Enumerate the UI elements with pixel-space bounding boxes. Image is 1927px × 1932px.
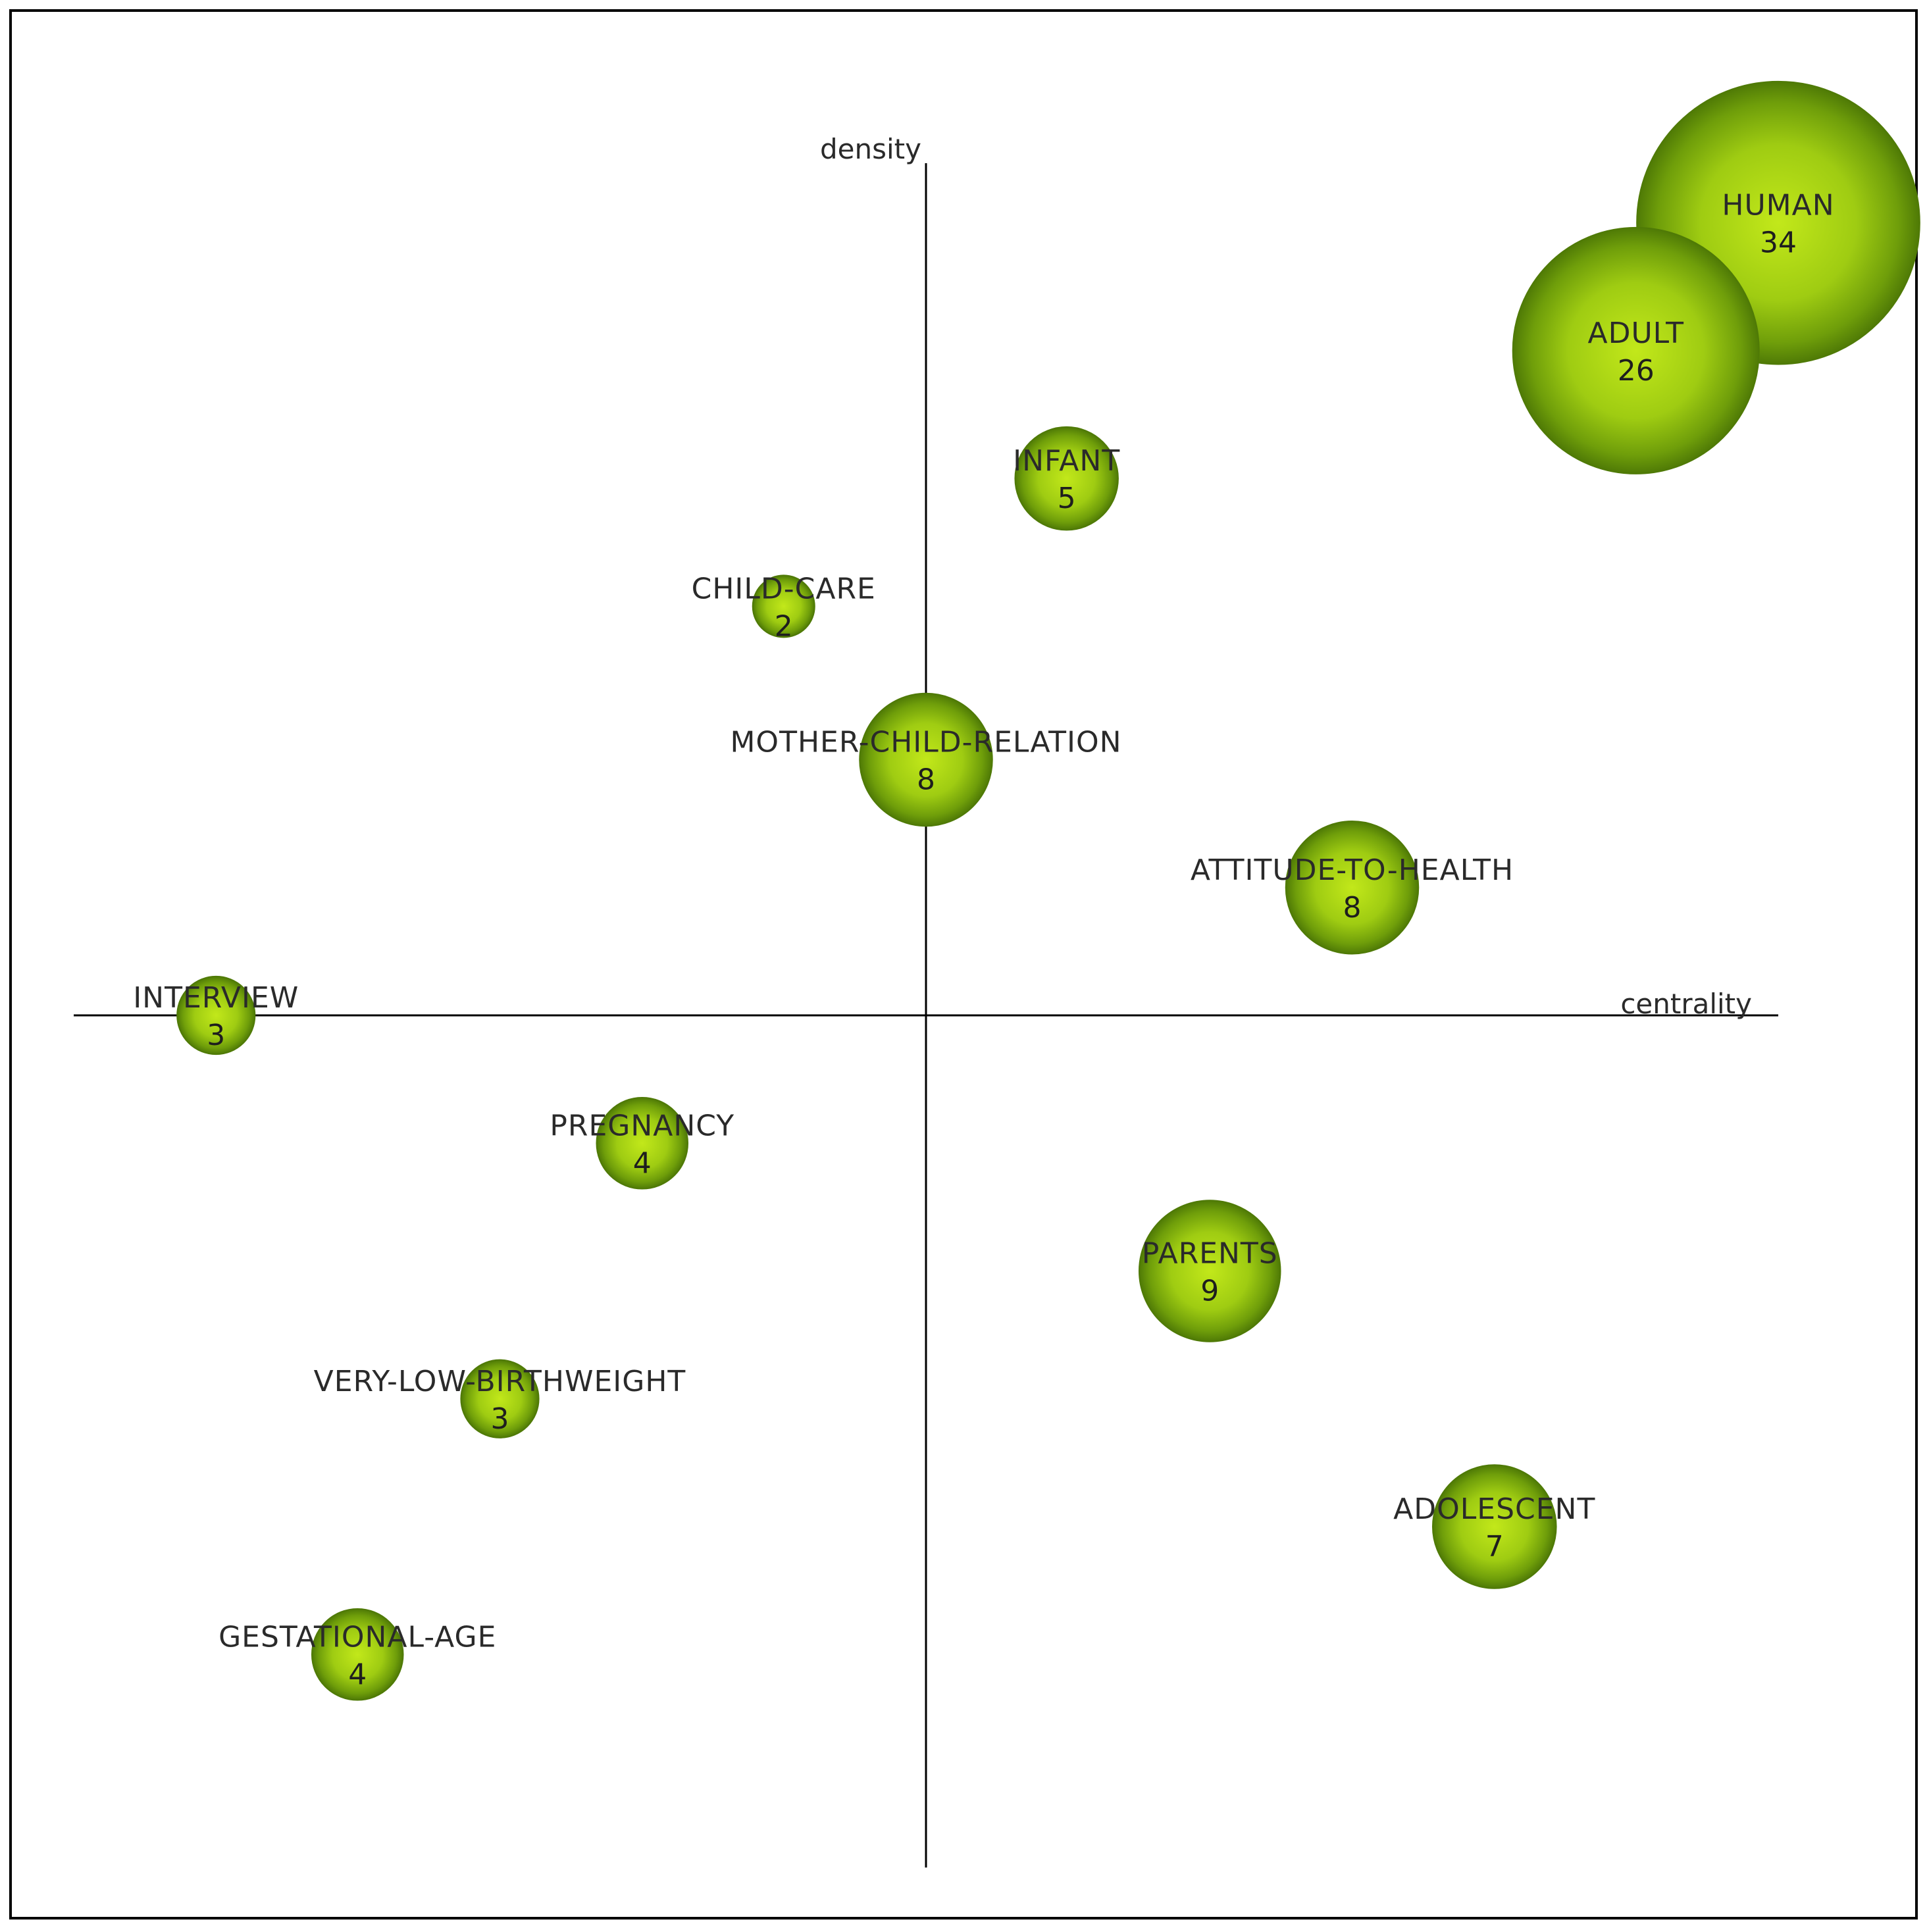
bubble-value-pregnancy: 4 <box>633 1146 652 1180</box>
bubble-label-pregnancy: PREGNANCY <box>550 1109 734 1142</box>
bubble-label-parents: PARENTS <box>1142 1237 1278 1271</box>
x-axis-title: centrality <box>1620 988 1752 1020</box>
bubble-infant <box>1014 426 1119 531</box>
bubble-label-mother-child-relation: MOTHER-CHILD-RELATION <box>730 726 1121 759</box>
bubble-child-care <box>752 574 815 638</box>
bubble-label-interview: INTERVIEW <box>133 981 299 1015</box>
bubble-adult <box>1512 226 1760 474</box>
bubbles-layer <box>176 80 1920 1701</box>
bubble-label-infant: INFANT <box>1013 444 1120 478</box>
bubble-value-attitude-to-health: 8 <box>1343 891 1362 925</box>
bubble-adolescent <box>1431 1464 1557 1589</box>
bubble-value-very-low-birthweight: 3 <box>491 1402 509 1436</box>
bubble-attitude-to-health <box>1285 821 1420 955</box>
bubble-value-gestational-age: 4 <box>348 1658 367 1691</box>
bubble-label-adolescent: ADOLESCENT <box>1393 1492 1595 1526</box>
bubble-label-very-low-birthweight: VERY-LOW-BIRTHWEIGHT <box>314 1365 686 1398</box>
bubble-label-attitude-to-health: ATTITUDE-TO-HEALTH <box>1191 853 1514 887</box>
bubble-interview <box>176 975 256 1055</box>
bubble-parents <box>1138 1200 1281 1342</box>
bubble-value-mother-child-relation: 8 <box>917 763 935 797</box>
bubble-very-low-birthweight <box>460 1359 540 1438</box>
bubble-label-child-care: CHILD-CARE <box>692 572 876 605</box>
bubble-gestational-age <box>311 1608 404 1701</box>
bubble-value-parents: 9 <box>1200 1275 1219 1308</box>
bubble-mother-child-relation <box>859 692 993 827</box>
bubble-label-adult: ADULT <box>1587 317 1684 350</box>
bubble-label-human: HUMAN <box>1722 189 1834 222</box>
bubble-pregnancy <box>596 1096 689 1190</box>
bubble-value-infant: 5 <box>1058 482 1076 515</box>
bubble-value-adolescent: 7 <box>1485 1530 1504 1563</box>
y-axis-title: density <box>820 133 921 165</box>
bubble-value-adult: 26 <box>1618 354 1655 388</box>
bubble-value-interview: 3 <box>207 1019 225 1052</box>
labels-layer: HUMAN34ADULT26INFANT5CHILD-CARE2MOTHER-C… <box>133 189 1834 1692</box>
bubble-value-child-care: 2 <box>775 609 793 643</box>
bubble-value-human: 34 <box>1760 226 1797 260</box>
bubble-label-gestational-age: GESTATIONAL-AGE <box>218 1620 496 1654</box>
